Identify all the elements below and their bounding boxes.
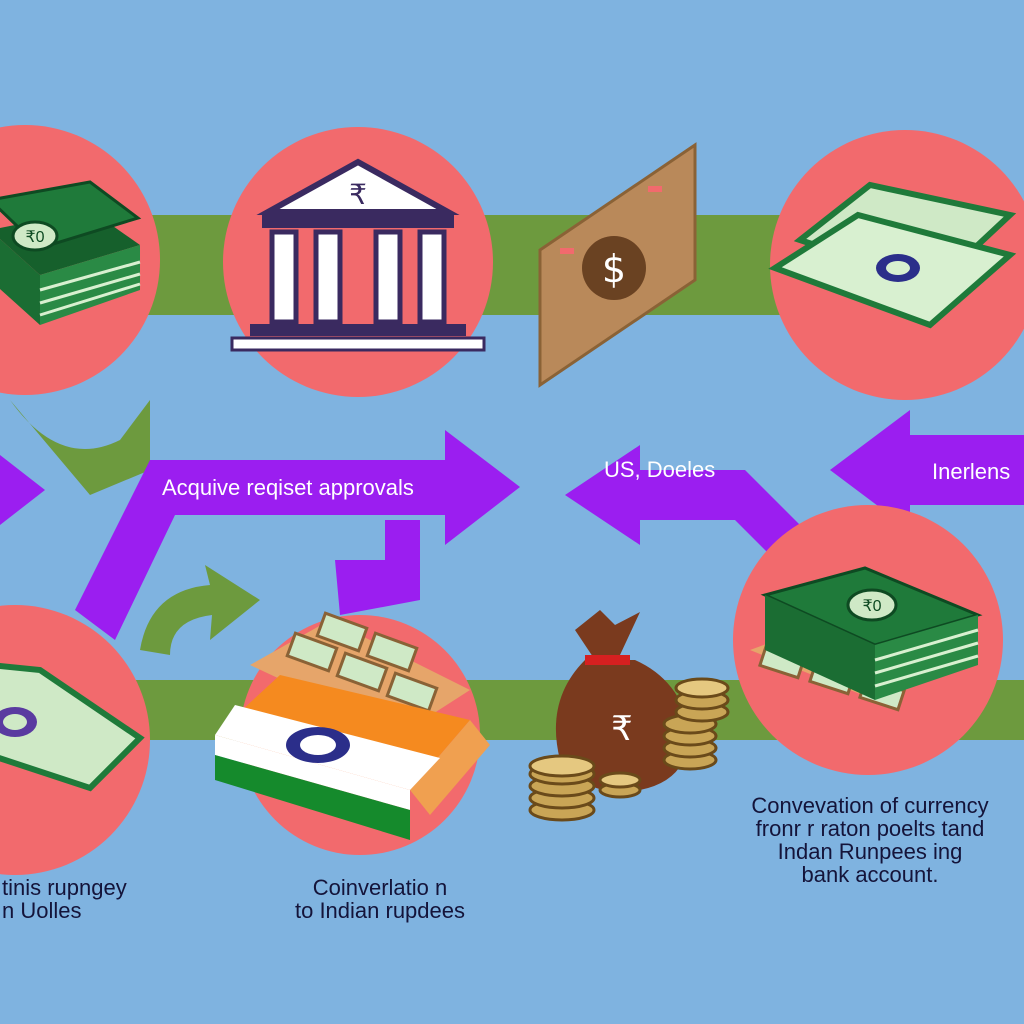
indian-flag-money-icon <box>215 611 490 840</box>
bag-symbol: ₹ <box>611 709 633 749</box>
note-symbol-left: ₹0 <box>25 229 44 246</box>
cash-stack-node: ₹0 <box>0 125 160 395</box>
bank-node: ₹ <box>223 127 493 397</box>
arrow-label-us: US, Doeles <box>604 457 716 482</box>
cash-stack-node-right: ₹0 <box>733 505 1003 775</box>
arrow-label-acquire: Acquive reqiset approvals <box>162 475 414 500</box>
money-bag-icon: ₹ <box>555 610 690 792</box>
banknotes-node <box>768 130 1024 400</box>
purple-arrow-right <box>830 410 1024 530</box>
banknotes-icon <box>768 181 1017 329</box>
caption-bottom-right-line-3: Indan Runpees ing <box>777 839 963 865</box>
cash-stack-right-icon: ₹0 <box>750 566 983 712</box>
caption-bottom-right: Convevation of currency fronr r raton po… <box>730 794 1010 886</box>
caption-bottom-center-line-2: to Indian rupdees <box>294 898 466 924</box>
rupee-notes-bundle <box>250 611 470 735</box>
caption-bottom-center-line-1: Coinverlatio n <box>312 875 448 900</box>
note-symbol-right: ₹0 <box>862 598 881 615</box>
green-arrow-left <box>10 400 150 495</box>
arrow-label-right: Inerlens <box>932 459 1011 484</box>
bank-building-icon: ₹ <box>230 158 486 352</box>
banknote-left-icon <box>0 662 145 792</box>
check-symbol: $ <box>602 247 626 291</box>
caption-bottom-right-line-2: fronr r raton poelts tand <box>755 816 985 842</box>
caption-bottom-left-line-1: tinis rupngey <box>2 875 127 900</box>
purple-arrow-us <box>565 445 800 570</box>
caption-bottom-right-line-4: bank account. <box>801 862 939 888</box>
coin-stack-icon <box>528 677 730 822</box>
cash-stack-icon: ₹0 <box>0 180 142 325</box>
bank-rupee-symbol: ₹ <box>349 178 367 211</box>
banknote-node-left <box>0 605 150 875</box>
purple-arrow-left-edge <box>0 455 45 525</box>
check-rupee-icon: $ <box>538 142 697 388</box>
purple-arrow-down <box>335 520 420 615</box>
indian-money-node <box>215 611 490 855</box>
flag-stack <box>215 675 490 840</box>
caption-bottom-left-line-2: n Uolles <box>2 898 82 924</box>
green-arrow-center <box>140 565 260 655</box>
caption-bottom-left: tinis rupngey n Uolles <box>2 876 127 922</box>
caption-bottom-right-line-1: Convevation of currency <box>751 793 989 818</box>
caption-bottom-center: Coinverlatio n to Indian rupdees <box>270 876 490 922</box>
purple-arrow-acquire <box>75 430 520 640</box>
